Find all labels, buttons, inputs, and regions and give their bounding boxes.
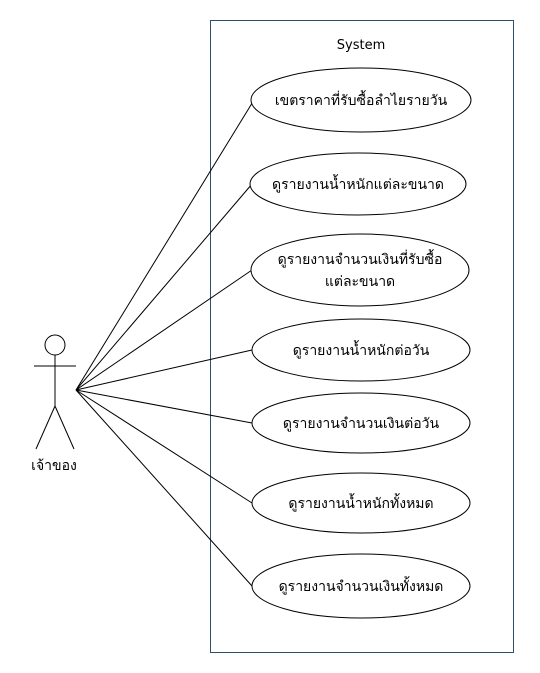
use-case-ellipse [251,318,471,382]
use-case-label: ดูรายงานจำนวนเงินที่รับซื้อ [278,249,443,268]
use-case-label: เขตราคาที่รับซื้อลำไยรายวัน [275,90,448,109]
use-case-ellipse [250,233,470,307]
actor-right-leg [54,405,75,450]
association-line-6 [75,389,253,504]
association-line-5 [75,389,253,424]
use-case-ellipse [251,553,471,619]
use-case-label: ดูรายงานจำนวนเงินทั้งหมด [279,576,444,595]
use-case-4[interactable]: ดูรายงานน้ำหนักต่อวัน [251,318,471,382]
association-line-1 [75,99,255,391]
use-cases: เขตราคาที่รับซื้อลำไยรายวันดูรายงานน้ำหน… [249,67,472,619]
use-case-2[interactable]: ดูรายงานน้ำหนักแต่ละขนาด [249,152,467,216]
use-case-6[interactable]: ดูรายงานน้ำหนักทั้งหมด [251,472,471,534]
actor-head [44,334,66,356]
system-title: System [337,38,385,53]
association-line-3 [75,269,253,391]
use-case-ellipse [250,67,472,133]
use-case-1[interactable]: เขตราคาที่รับซื้อลำไยรายวัน [250,67,472,133]
use-case-3[interactable]: ดูรายงานจำนวนเงินที่รับซื้อแต่ละขนาด [250,233,470,307]
use-case-5[interactable]: ดูรายงานจำนวนเงินต่อวัน [251,392,471,454]
use-case-ellipse [251,472,471,534]
actor-label: เจ้าของ [31,458,77,474]
association-line-7 [75,389,253,587]
use-case-label: แต่ละขนาด [325,274,395,290]
use-case-label: ดูรายงานน้ำหนักต่อวัน [293,340,430,359]
use-case-7[interactable]: ดูรายงานจำนวนเงินทั้งหมด [251,553,471,619]
association-lines [75,99,255,587]
use-case-label: ดูรายงานจำนวนเงินต่อวัน [283,416,440,432]
use-case-label: ดูรายงานน้ำหนักทั้งหมด [288,493,433,512]
use-case-ellipse [251,392,471,454]
use-case-ellipse [249,152,467,216]
actor-left-leg [35,405,56,450]
use-case-label: ดูรายงานน้ำหนักแต่ละขนาด [272,174,444,193]
actor[interactable]: เจ้าของ [31,334,77,474]
association-line-4 [75,349,253,391]
association-line-2 [75,183,253,391]
